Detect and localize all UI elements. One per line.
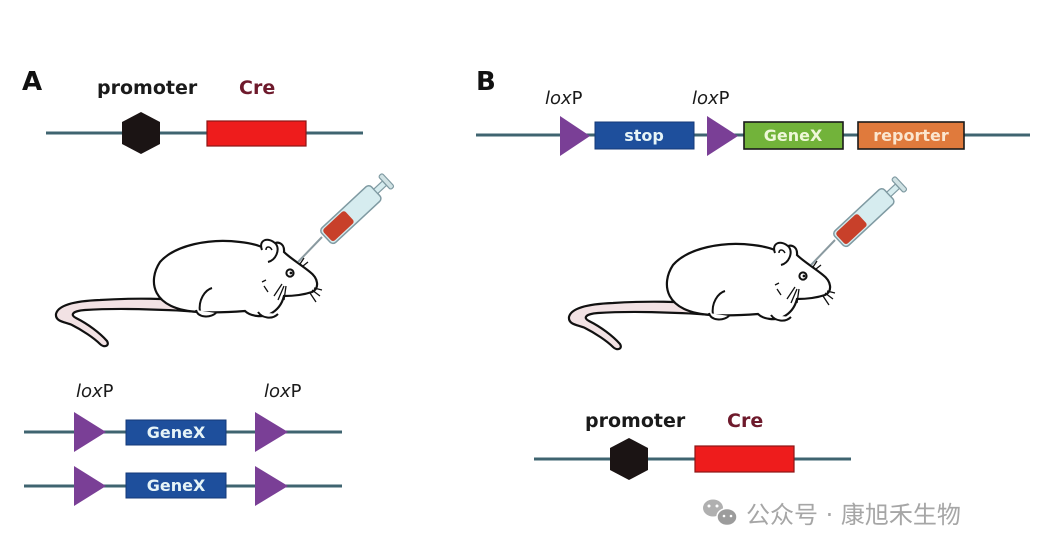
panel-a-floxed-construct: loxP loxP GeneX GeneX [24,381,342,506]
mouse-icon [54,238,324,348]
promoter-label: promoter [97,77,198,99]
watermark: 公众号 · 康旭禾生物 [703,499,961,529]
syringe-icon [810,174,909,266]
genex-box [125,472,227,499]
promoter-hexagon [122,112,160,154]
loxp-triangle [74,466,106,506]
cre-label: Cre [727,410,763,432]
genex-label: GeneX [147,476,206,495]
loxp-label-left: loxP [76,381,114,402]
panel-b-letter: B [476,67,496,97]
panel-b: B loxP loxP stop GeneX reporter promoter… [476,67,1030,480]
watermark-text: 公众号 · 康旭禾生物 [746,501,961,529]
cre-label: Cre [239,77,275,99]
loxp-triangle [255,412,288,452]
promoter-label: promoter [585,410,686,432]
reporter-label: reporter [873,126,949,145]
loxp-label-1: loxP [545,88,583,109]
loxp-triangle [560,116,590,156]
stop-label: stop [624,126,664,145]
stop-box [594,121,695,150]
wechat-icon [703,499,738,527]
reporter-box [857,121,965,150]
cre-box [694,445,795,473]
panel-a-letter: A [22,67,42,97]
genex-box [125,419,227,446]
mouse-icon [567,241,837,351]
panel-a-cre-construct: promoter Cre [46,77,363,154]
loxp-triangle [255,466,288,506]
panel-b-mouse [567,174,909,351]
cre-box [206,120,307,147]
genex-label: GeneX [147,423,206,442]
panel-b-reporter-construct: loxP loxP stop GeneX reporter [476,88,1030,156]
loxp-label-2: loxP [692,88,730,109]
promoter-hexagon [610,438,648,480]
loxp-triangle [74,412,106,452]
loxp-label-right: loxP [264,381,302,402]
loxp-triangle [707,116,738,156]
panel-a-mouse [54,171,396,348]
genex-label: GeneX [764,126,823,145]
panel-b-cre-construct: promoter Cre [534,410,851,480]
panel-a: A promoter Cre loxP loxP GeneX GeneX [22,67,396,506]
genex-box [743,121,844,150]
syringe-icon [297,171,396,263]
